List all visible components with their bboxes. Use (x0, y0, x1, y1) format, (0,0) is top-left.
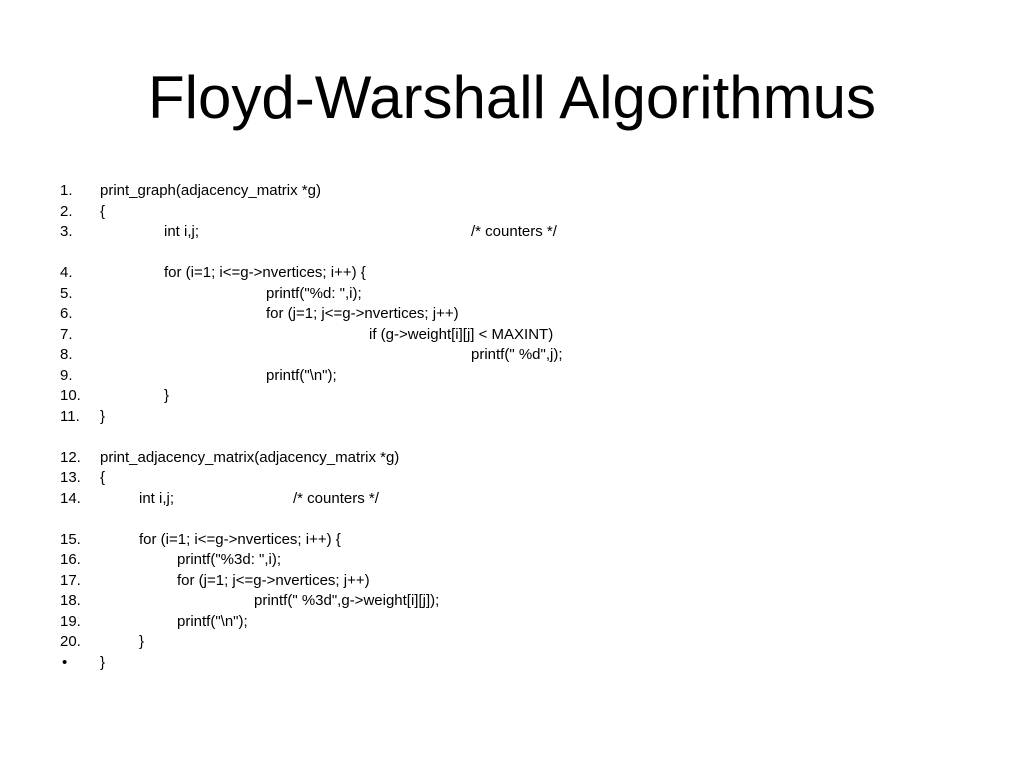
code-text: printf(" %3d",g->weight[i][j]); (254, 592, 440, 609)
code-text: for (i=1; i<=g->nvertices; i++) { (164, 264, 366, 281)
code-text: for (j=1; j<=g->nvertices; j++) (266, 305, 459, 322)
slide-title: Floyd-Warshall Algorithmus (148, 64, 876, 131)
line-number: 1. (60, 182, 73, 199)
code-line: • } (60, 653, 960, 674)
code-text: int i,j; (164, 223, 200, 240)
code-text: } (139, 633, 145, 650)
line-number: 5. (60, 284, 73, 302)
line-number: 11. (60, 407, 80, 425)
code-line: 4. for (i=1; i<=g->nvertices; i++) { (60, 263, 960, 284)
line-number: 4. (60, 264, 73, 281)
code-line: 20. } (60, 632, 960, 653)
code-text: for (i=1; i<=g->nvertices; i++) { (139, 530, 341, 548)
code-line: 5. printf("%d: ",i); (60, 284, 960, 305)
code-line: 19. printf("\n"); (60, 612, 960, 633)
line-number: 20. (60, 633, 81, 650)
code-line: 14. int i,j; /* counters */ (60, 489, 960, 510)
bullet-marker: • (62, 653, 68, 671)
code-text: } (100, 407, 106, 425)
code-line: 15. for (i=1; i<=g->nvertices; i++) { (60, 530, 960, 551)
line-number: 3. (60, 223, 73, 240)
code-text: printf("\n"); (266, 366, 337, 384)
code-line: 6. for (j=1; j<=g->nvertices; j++) (60, 304, 960, 325)
code-text: printf("%d: ",i); (266, 284, 362, 302)
code-comment: /* counters */ (293, 489, 379, 507)
code-listing: 1. print_graph(adjacency_matrix *g) 2. {… (60, 181, 960, 673)
code-line: 17. for (j=1; j<=g->nvertices; j++) (60, 571, 960, 592)
code-text: { (100, 469, 106, 486)
code-line: 12. print_adjacency_matrix(adjacency_mat… (60, 448, 960, 469)
line-number: 17. (60, 571, 81, 589)
code-line: 11. } (60, 407, 960, 428)
blank-line (60, 243, 960, 264)
blank-line (60, 509, 960, 530)
code-line: 13. { (60, 468, 960, 489)
code-line: 18. printf(" %3d",g->weight[i][j]); (60, 591, 960, 612)
code-line: 1. print_graph(adjacency_matrix *g) (60, 181, 960, 202)
code-text: } (100, 653, 106, 671)
code-text: } (164, 387, 170, 404)
code-text: print_adjacency_matrix(adjacency_matrix … (100, 448, 400, 466)
line-number: 2. (60, 202, 73, 220)
code-text: print_graph(adjacency_matrix *g) (100, 182, 321, 199)
line-number: 15. (60, 530, 81, 548)
blank-line (60, 427, 960, 448)
code-text: { (100, 202, 106, 220)
line-number: 19. (60, 612, 81, 630)
line-number: 14. (60, 489, 81, 507)
code-text: for (j=1; j<=g->nvertices; j++) (177, 571, 370, 589)
line-number: 8. (60, 346, 73, 363)
code-comment: /* counters */ (471, 223, 557, 240)
line-number: 16. (60, 551, 81, 568)
line-number: 18. (60, 592, 81, 609)
code-line: 10. } (60, 386, 960, 407)
line-number: 12. (60, 448, 81, 466)
line-number: 9. (60, 366, 73, 384)
code-line: 8. printf(" %d",j); (60, 345, 960, 366)
code-text: int i,j; (139, 489, 175, 507)
code-text: printf("\n"); (177, 612, 248, 630)
line-number: 13. (60, 469, 81, 486)
code-line: 9. printf("\n"); (60, 366, 960, 387)
code-text: if (g->weight[i][j] < MAXINT) (369, 325, 554, 343)
line-number: 7. (60, 325, 73, 343)
code-line: 2. { (60, 202, 960, 223)
code-text: printf("%3d: ",i); (177, 551, 282, 568)
code-line: 3. int i,j; /* counters */ (60, 222, 960, 243)
line-number: 6. (60, 305, 73, 322)
code-line: 7. if (g->weight[i][j] < MAXINT) (60, 325, 960, 346)
code-line: 16. printf("%3d: ",i); (60, 550, 960, 571)
line-number: 10. (60, 387, 81, 404)
code-text: printf(" %d",j); (471, 346, 563, 363)
